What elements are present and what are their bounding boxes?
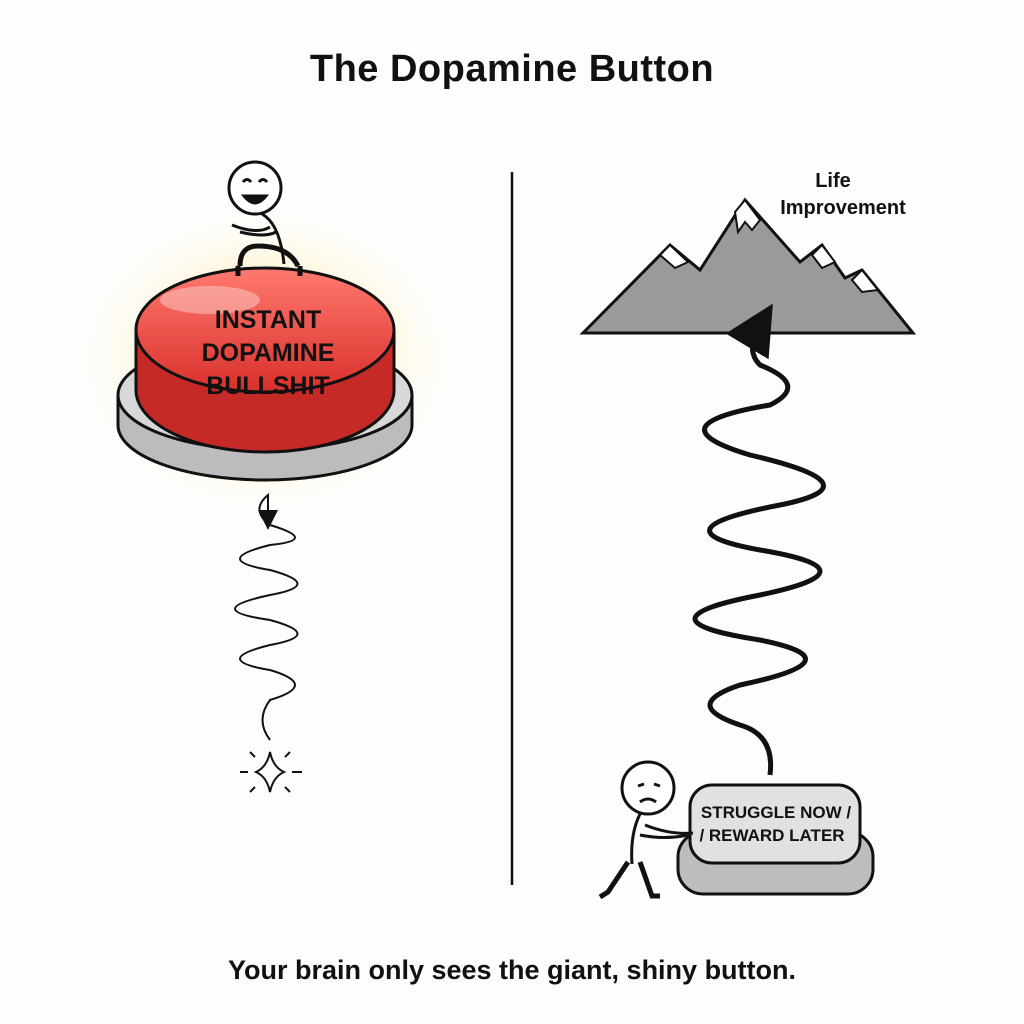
caption: Your brain only sees the giant, shiny bu…: [227, 955, 797, 985]
struggle-button[interactable]: STRUGGLE NOW / / REWARD LATER: [676, 783, 875, 896]
button-label-line-2: DOPAMINE: [202, 339, 335, 367]
long-squiggle-arrow: [692, 303, 826, 776]
small-squiggle-arrow: [234, 492, 299, 741]
goal-label-line-2: Improvement: [780, 197, 906, 219]
sparkle-icon: [240, 751, 302, 793]
struggle-label-line-2: / REWARD LATER: [699, 826, 844, 845]
goal-label-line-1: Life: [815, 170, 851, 192]
page-title: The Dopamine Button: [309, 48, 715, 90]
dopamine-button[interactable]: INSTANT DOPAMINE BULLSHIT: [116, 266, 414, 482]
happy-stick-figure: [227, 160, 303, 276]
struggle-label-line-1: STRUGGLE NOW /: [701, 803, 851, 822]
mountains: [579, 197, 917, 335]
button-label-line-3: BULLSHIT: [206, 372, 330, 400]
sad-stick-figure: [598, 760, 694, 900]
button-label-line-1: INSTANT: [215, 306, 321, 334]
